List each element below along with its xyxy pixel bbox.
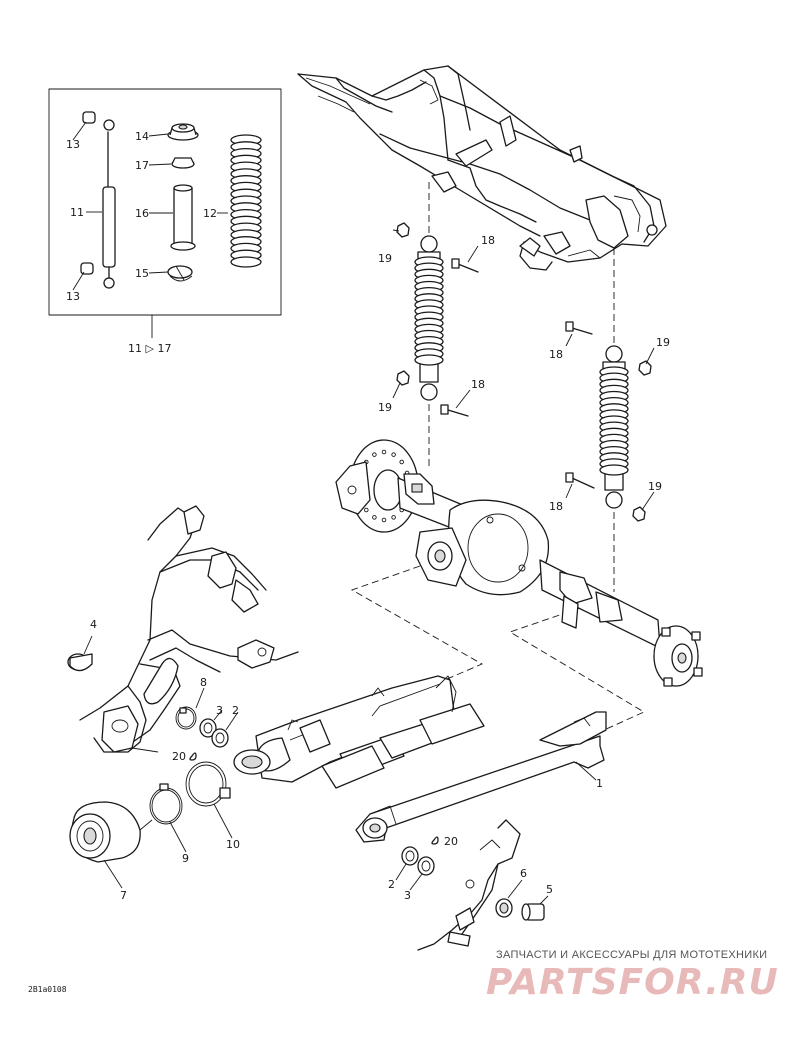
callout-19: 19 (378, 401, 392, 414)
chassis-side-frame (79, 505, 299, 753)
rear-frame (297, 65, 667, 271)
disc-hole (372, 452, 377, 457)
bearing-part-2-right (401, 846, 419, 866)
callout-9: 9 (182, 852, 189, 865)
callout-15: 15 (135, 267, 149, 280)
bolt-part-18-d (565, 472, 595, 489)
nut-part-19-b (396, 370, 410, 386)
disc-hole (364, 507, 369, 513)
callout-18: 18 (471, 378, 485, 391)
bushing-part-6 (495, 898, 513, 918)
frame-bracket-bottom-right (417, 819, 521, 951)
bolt-part-18-c (565, 321, 593, 335)
nut-part-19-d (632, 506, 646, 522)
callout-17: 17 (135, 159, 149, 172)
callout-20: 20 (444, 835, 458, 848)
callout-labels: 1 2 2 3 3 4 5 6 7 8 9 10 11 12 13 13 14 … (28, 130, 670, 994)
shock-kit-inset (48, 88, 282, 338)
shock-absorber-left (414, 235, 444, 401)
callout-7: 7 (120, 889, 127, 902)
callout-2: 2 (232, 704, 239, 717)
seal-part-3-left (199, 718, 217, 738)
callout-18: 18 (481, 234, 495, 247)
bolt-part-18-a (451, 258, 479, 273)
callout-18: 18 (549, 500, 563, 513)
callout-11: 11 (70, 206, 84, 219)
spring-coil (230, 256, 262, 268)
kit-range-label: 11 ▷ 17 (128, 342, 171, 355)
callout-19: 19 (648, 480, 662, 493)
clamp-part-10 (185, 761, 231, 807)
leader-lines (103, 229, 655, 905)
spring-retainer-part-14 (167, 123, 199, 141)
clamp-part-9 (149, 783, 183, 825)
bolt-part-18-b (440, 404, 469, 417)
boot-part-7 (69, 801, 153, 863)
swing-arm-part-1 (233, 675, 607, 843)
nut-part-19-c (638, 360, 652, 376)
callout-19: 19 (656, 336, 670, 349)
bumper-part-4 (67, 635, 93, 672)
seal-part-3-right (417, 856, 435, 876)
clip-part-15 (167, 265, 193, 282)
bearing-part-2-left (211, 728, 229, 748)
callout-16: 16 (135, 207, 149, 220)
nut-part-19-a (396, 222, 410, 238)
clamp-part-8 (175, 706, 197, 730)
grease-drop-icon (189, 752, 197, 761)
callout-12: 12 (203, 207, 217, 220)
watermark-brand: PARTSFOR.RU (486, 962, 779, 1003)
spring-coil (599, 464, 629, 476)
shock-absorber-part-11 (102, 119, 116, 289)
watermark-subtitle: ЗАПЧАСТИ И АКСЕССУАРЫ ДЛЯ МОТОТЕХНИКИ (496, 949, 767, 961)
callout-4: 4 (90, 618, 97, 631)
callout-20: 20 (172, 750, 186, 763)
rear-axle-assembly (335, 439, 703, 687)
disc-hole (372, 515, 377, 520)
drawing-code: 2B1a0108 (28, 985, 67, 994)
disc-hole (381, 449, 387, 455)
callout-8: 8 (200, 676, 207, 689)
bump-stop-part-16 (170, 184, 196, 251)
disc-hole (399, 459, 404, 465)
alignment-lines (350, 182, 645, 731)
cup-part-17 (171, 157, 195, 169)
bushing-bottom-part-13 (80, 262, 94, 275)
callout-13: 13 (66, 138, 80, 151)
callout-10: 10 (226, 838, 240, 851)
disc-hole (381, 517, 387, 523)
callout-5: 5 (546, 883, 553, 896)
callout-3: 3 (216, 704, 223, 717)
disc-hole (391, 452, 396, 457)
grease-drop-icon (431, 836, 439, 845)
callout-1: 1 (596, 777, 603, 790)
coil-spring-part-12 (230, 134, 262, 268)
callout-6: 6 (520, 867, 527, 880)
callout-13: 13 (66, 290, 80, 303)
callout-3: 3 (404, 889, 411, 902)
callout-18: 18 (549, 348, 563, 361)
spring-coil (414, 354, 444, 366)
callout-14: 14 (135, 130, 149, 143)
disc-hole (391, 515, 396, 520)
watermark: ЗАПЧАСТИ И АКСЕССУАРЫ ДЛЯ МОТОТЕХНИКИ PA… (486, 949, 779, 1003)
callout-2: 2 (388, 878, 395, 891)
callout-19: 19 (378, 252, 392, 265)
bushing-part-5 (521, 903, 545, 921)
shock-absorber-right (599, 345, 629, 509)
bushing-top-part-13 (82, 111, 96, 124)
